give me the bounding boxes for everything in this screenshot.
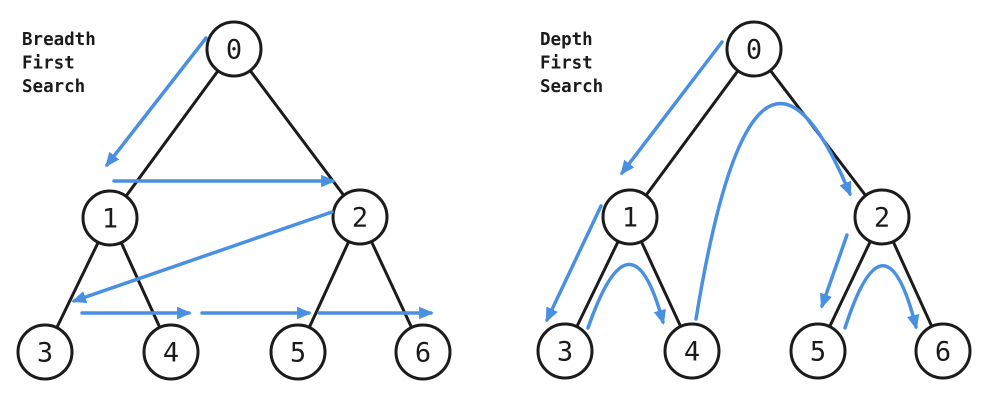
bfs-node-3 bbox=[16, 323, 74, 381]
dfs-node-1 bbox=[601, 188, 659, 246]
bfs-node-2 bbox=[331, 188, 389, 246]
dfs-node-label-3: 3 bbox=[557, 337, 573, 368]
dfs-node-5 bbox=[789, 322, 847, 380]
dfs-arrow-2-5 bbox=[820, 233, 849, 309]
bfs-title-line-2: Search bbox=[22, 77, 85, 97]
bfs-edge-0-2 bbox=[232, 47, 362, 219]
dfs-node-0 bbox=[725, 20, 783, 78]
bfs-node-label-1: 1 bbox=[102, 204, 118, 235]
bfs-node-6 bbox=[394, 323, 452, 381]
dfs-node-label-4: 4 bbox=[684, 337, 700, 368]
dfs-node-4 bbox=[663, 322, 721, 380]
bfs-node-label-2: 2 bbox=[352, 203, 368, 234]
bfs-node-label-4: 4 bbox=[163, 338, 179, 369]
dfs-node-3 bbox=[536, 322, 594, 380]
bfs-title-line-1: First bbox=[22, 54, 75, 74]
dfs-node-label-6: 6 bbox=[935, 337, 951, 368]
dfs-node-label-5: 5 bbox=[810, 337, 826, 368]
dfs-arrow-0-1 bbox=[620, 40, 724, 176]
dfs-arrow-3-4 bbox=[586, 262, 666, 330]
bfs-node-label-0: 0 bbox=[226, 35, 242, 66]
dfs-node-label-0: 0 bbox=[746, 35, 762, 66]
bfs-node-0 bbox=[205, 20, 263, 78]
dfs-arrow-4-2 bbox=[694, 101, 852, 321]
bfs-arrow-0-1 bbox=[105, 36, 208, 168]
dfs-node-6 bbox=[914, 322, 972, 380]
dfs-arrow-5-6 bbox=[843, 264, 920, 330]
dfs-title-line-1: First bbox=[540, 54, 593, 74]
dfs-title-line-0: Depth bbox=[540, 30, 593, 50]
dfs-arrow-1-3 bbox=[545, 204, 603, 323]
bfs-arrow-2-3 bbox=[71, 210, 334, 304]
dfs-title-line-2: Search bbox=[540, 77, 603, 97]
bfs-node-label-3: 3 bbox=[37, 338, 53, 369]
dfs-node-2 bbox=[853, 188, 911, 246]
dfs-node-label-1: 1 bbox=[622, 203, 638, 234]
bfs-node-5 bbox=[269, 323, 327, 381]
bfs-edge-0-1 bbox=[108, 47, 236, 220]
bfs-node-label-5: 5 bbox=[290, 338, 306, 369]
dfs-node-label-2: 2 bbox=[874, 203, 890, 234]
dfs-edge-0-1 bbox=[628, 47, 756, 219]
bfs-title-line-0: Breadth bbox=[22, 30, 96, 50]
bfs-node-4 bbox=[142, 323, 200, 381]
bfs-node-1 bbox=[81, 189, 139, 247]
bfs-node-label-6: 6 bbox=[415, 338, 431, 369]
